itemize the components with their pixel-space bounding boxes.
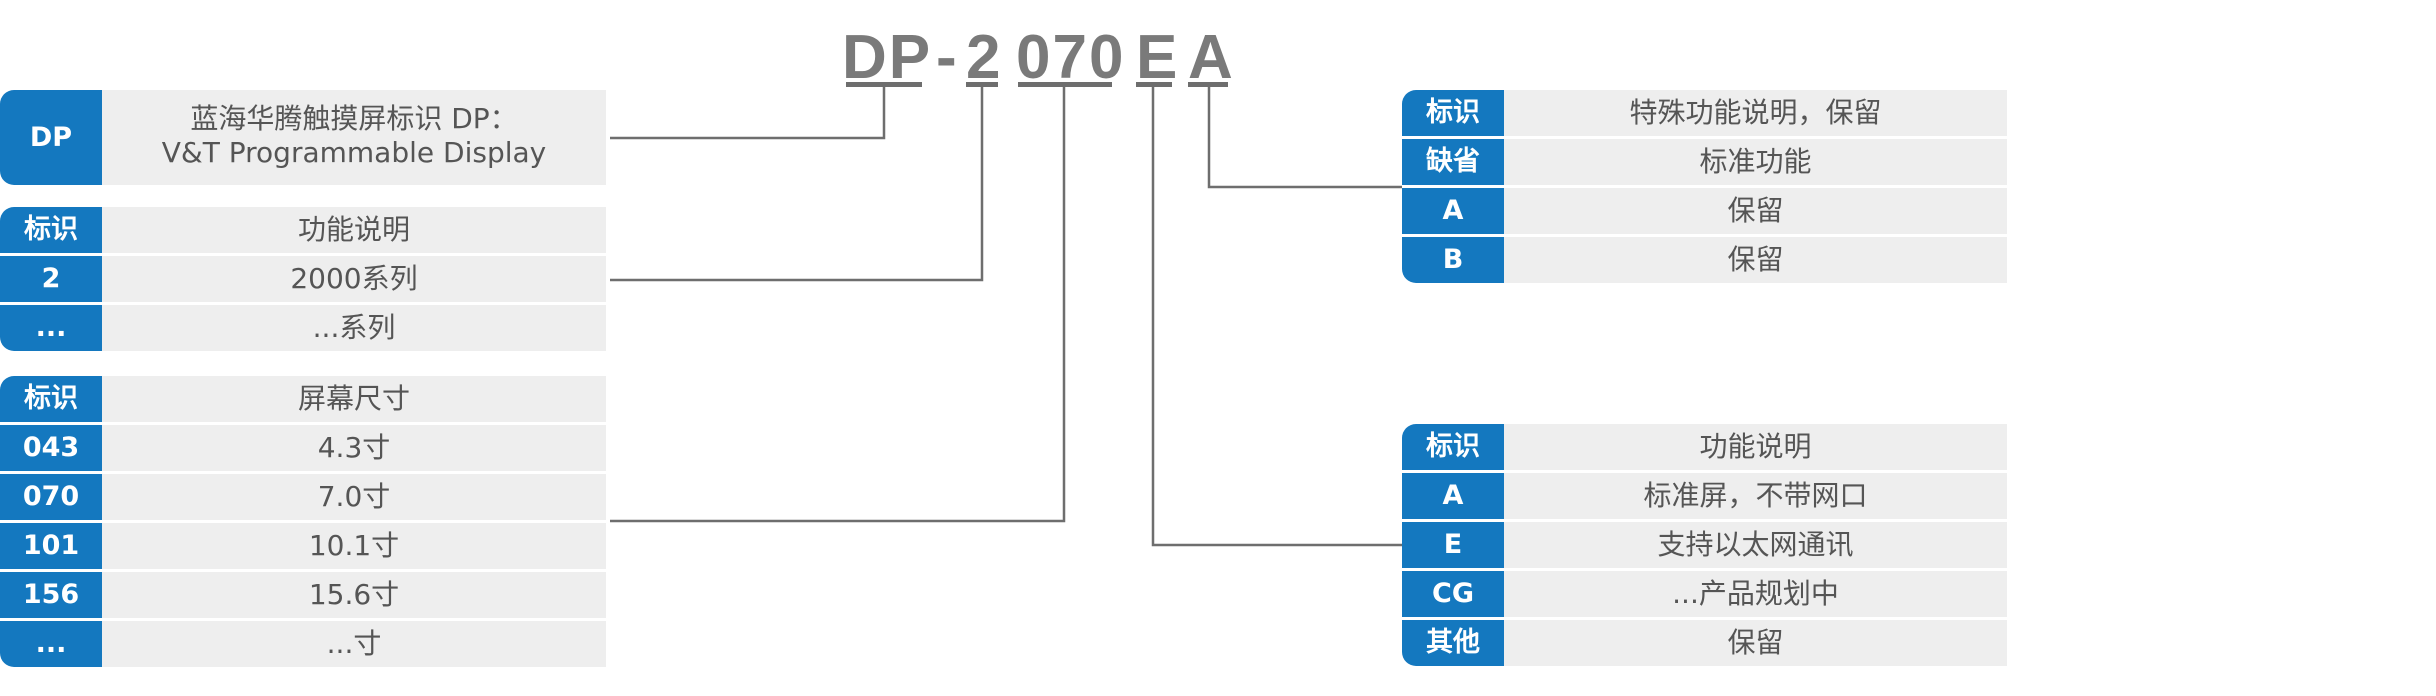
special-row: 缺省 标准功能 xyxy=(1402,139,2007,185)
function-id: A xyxy=(1402,473,1504,519)
size-row: 070 7.0寸 xyxy=(0,474,606,520)
series-desc: 功能说明 xyxy=(102,207,606,253)
special-id: 标识 xyxy=(1402,90,1504,136)
function-row-header: 标识 功能说明 xyxy=(1402,424,2007,470)
size-desc: 10.1寸 xyxy=(102,523,606,569)
function-desc: 标准屏，不带网口 xyxy=(1504,473,2007,519)
function-row: 其他 保留 xyxy=(1402,620,2007,666)
special-row: A 保留 xyxy=(1402,188,2007,234)
connector-special xyxy=(1207,87,1402,189)
size-desc: 4.3寸 xyxy=(102,425,606,471)
size-row: 156 15.6寸 xyxy=(0,572,606,618)
underline-size xyxy=(1018,82,1112,87)
model-special: A xyxy=(1188,23,1235,92)
special-desc: 保留 xyxy=(1504,188,2007,234)
size-desc: ...寸 xyxy=(102,621,606,667)
model-size: 070 xyxy=(1016,23,1126,92)
function-desc: 功能说明 xyxy=(1504,424,2007,470)
size-desc: 屏幕尺寸 xyxy=(102,376,606,422)
function-id: 标识 xyxy=(1402,424,1504,470)
series-row: ... ...系列 xyxy=(0,305,606,351)
size-row: 101 10.1寸 xyxy=(0,523,606,569)
dp-label: DP xyxy=(0,90,102,185)
underline-series xyxy=(966,82,998,87)
size-id: 标识 xyxy=(0,376,102,422)
function-id: 其他 xyxy=(1402,620,1504,666)
special-desc: 标准功能 xyxy=(1504,139,2007,185)
special-desc: 保留 xyxy=(1504,237,2007,283)
series-id: ... xyxy=(0,305,102,351)
series-desc: ...系列 xyxy=(102,305,606,351)
size-id: 101 xyxy=(0,523,102,569)
dp-block: DP 蓝海华腾触摸屏标识 DP： V&T Programmable Displa… xyxy=(0,90,606,185)
function-row: CG ...产品规划中 xyxy=(1402,571,2007,617)
size-row: ... ...寸 xyxy=(0,621,606,667)
underline-dp xyxy=(846,82,922,87)
function-id: CG xyxy=(1402,571,1504,617)
function-desc: 支持以太网通讯 xyxy=(1504,522,2007,568)
size-desc: 15.6寸 xyxy=(102,572,606,618)
size-desc: 7.0寸 xyxy=(102,474,606,520)
size-row: 043 4.3寸 xyxy=(0,425,606,471)
size-id: 043 xyxy=(0,425,102,471)
underline-special xyxy=(1188,82,1228,87)
underline-ethernet xyxy=(1136,82,1172,87)
size-id: ... xyxy=(0,621,102,667)
special-id: A xyxy=(1402,188,1504,234)
function-row: A 标准屏，不带网口 xyxy=(1402,473,2007,519)
dp-description: 蓝海华腾触摸屏标识 DP： V&T Programmable Display xyxy=(102,90,606,185)
function-row: E 支持以太网通讯 xyxy=(1402,522,2007,568)
special-desc: 特殊功能说明，保留 xyxy=(1504,90,2007,136)
connector-series xyxy=(610,87,984,282)
size-id: 156 xyxy=(0,572,102,618)
special-id: B xyxy=(1402,237,1504,283)
model-ethernet: E xyxy=(1136,23,1180,92)
connector-ethernet xyxy=(1151,87,1402,547)
model-dp: DP xyxy=(842,23,933,92)
series-id: 2 xyxy=(0,256,102,302)
series-desc: 2000系列 xyxy=(102,256,606,302)
series-row: 2 2000系列 xyxy=(0,256,606,302)
dp-desc-line2: V&T Programmable Display xyxy=(161,136,547,169)
model-series: 2 xyxy=(966,23,1003,92)
size-id: 070 xyxy=(0,474,102,520)
connector-dp xyxy=(610,87,886,140)
function-desc: 保留 xyxy=(1504,620,2007,666)
dp-desc-line1: 蓝海华腾触摸屏标识 DP： xyxy=(190,102,518,135)
connector-size xyxy=(610,87,1066,523)
special-id: 缺省 xyxy=(1402,139,1504,185)
function-desc: ...产品规划中 xyxy=(1504,571,2007,617)
model-dash: - xyxy=(936,23,959,92)
series-row-header: 标识 功能说明 xyxy=(0,207,606,253)
series-id: 标识 xyxy=(0,207,102,253)
special-row-header: 标识 特殊功能说明，保留 xyxy=(1402,90,2007,136)
function-id: E xyxy=(1402,522,1504,568)
special-row: B 保留 xyxy=(1402,237,2007,283)
size-row-header: 标识 屏幕尺寸 xyxy=(0,376,606,422)
